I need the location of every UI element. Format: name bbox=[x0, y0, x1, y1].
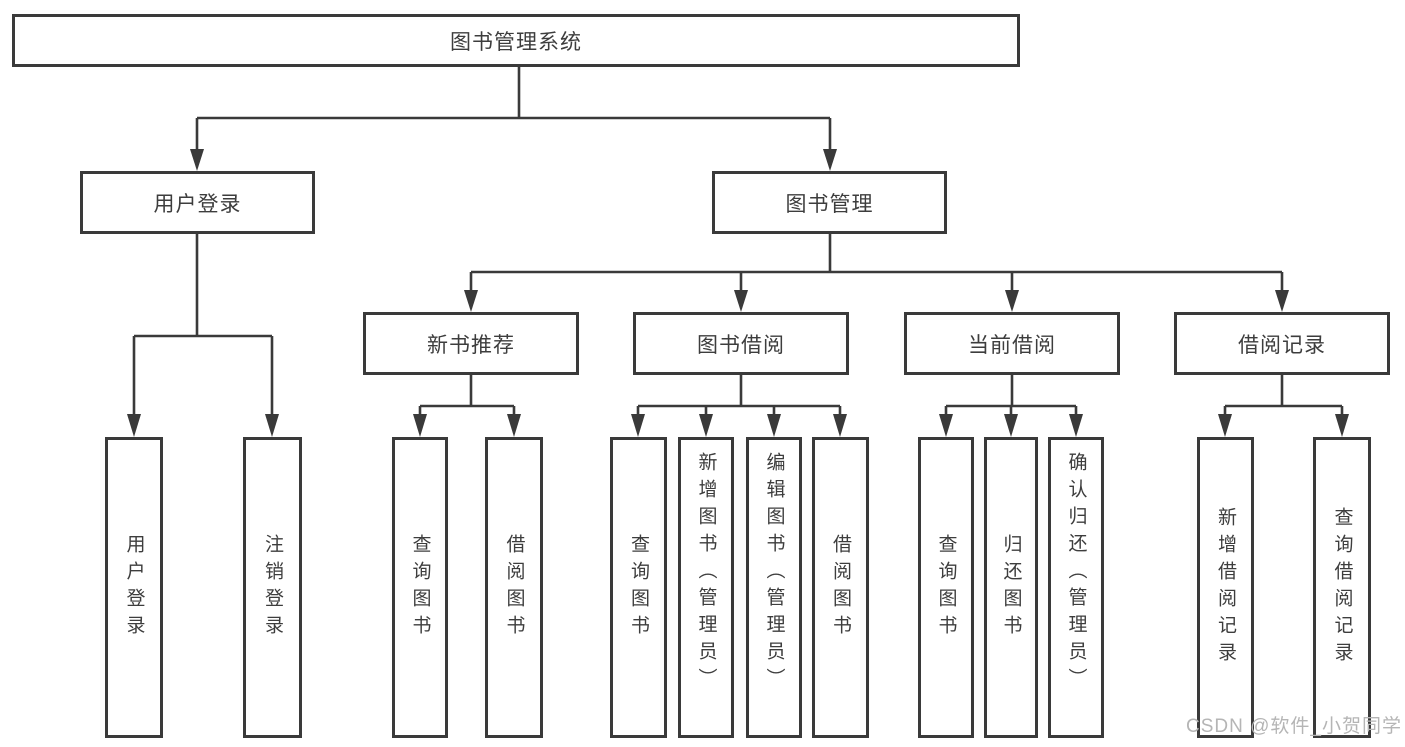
leaf-confirm-return-admin: 确认归还（管理员） bbox=[1048, 437, 1104, 738]
arrow-down-icon bbox=[190, 149, 204, 171]
leaf-user-login: 用户登录 bbox=[105, 437, 163, 738]
leaf-return-book-label: 归还图书 bbox=[1000, 533, 1022, 642]
node-borrow-records-label: 借阅记录 bbox=[1238, 333, 1326, 357]
leaf-query-books-recommend-label: 查询图书 bbox=[409, 533, 431, 642]
leaf-add-borrow-record-label: 新增借阅记录 bbox=[1215, 506, 1236, 669]
leaf-add-borrow-record: 新增借阅记录 bbox=[1197, 437, 1254, 738]
connector-borrow-records bbox=[1223, 375, 1344, 417]
node-root-label: 图书管理系统 bbox=[450, 30, 582, 54]
arrow-down-icon bbox=[833, 414, 847, 437]
arrow-down-icon bbox=[1005, 290, 1019, 312]
arrow-down-icon bbox=[699, 414, 713, 437]
node-new-book-recommend-label: 新书推荐 bbox=[427, 333, 515, 357]
arrow-down-icon bbox=[464, 290, 478, 312]
node-borrow-records: 借阅记录 bbox=[1174, 312, 1390, 375]
node-current-borrow: 当前借阅 bbox=[904, 312, 1120, 375]
connector-current-borrow bbox=[944, 375, 1078, 417]
arrow-down-icon bbox=[1218, 414, 1232, 437]
node-user-login-label: 用户登录 bbox=[153, 192, 242, 216]
arrow-down-icon bbox=[734, 290, 748, 312]
leaf-query-borrow-record-label: 查询借阅记录 bbox=[1331, 506, 1353, 669]
arrow-down-icon bbox=[823, 149, 837, 171]
arrow-down-icon bbox=[507, 414, 521, 437]
arrow-down-icon bbox=[265, 414, 279, 437]
node-book-management: 图书管理 bbox=[712, 171, 947, 234]
leaf-confirm-return-admin-label: 确认归还（管理员） bbox=[1065, 452, 1087, 695]
leaf-query-books-borrow: 查询图书 bbox=[610, 437, 667, 738]
leaf-borrow-books-recommend: 借阅图书 bbox=[485, 437, 543, 738]
node-root: 图书管理系统 bbox=[12, 14, 1020, 67]
watermark: CSDN @软件_小贺同学 bbox=[1186, 716, 1402, 737]
leaf-borrow-books-recommend-label: 借阅图书 bbox=[503, 533, 525, 642]
arrow-down-icon bbox=[1275, 290, 1289, 312]
node-new-book-recommend: 新书推荐 bbox=[363, 312, 579, 375]
leaf-query-books-borrow-label: 查询图书 bbox=[628, 533, 649, 642]
leaf-query-books-recommend: 查询图书 bbox=[392, 437, 448, 738]
connector-new-book bbox=[418, 375, 516, 417]
leaf-logout-label: 注销登录 bbox=[262, 533, 283, 642]
arrow-down-icon bbox=[1004, 414, 1018, 437]
leaf-user-login-label: 用户登录 bbox=[123, 533, 145, 642]
node-user-login: 用户登录 bbox=[80, 171, 315, 234]
leaf-add-book-admin: 新增图书（管理员） bbox=[678, 437, 734, 738]
connector-root bbox=[195, 67, 832, 151]
arrow-down-icon bbox=[127, 414, 141, 437]
leaf-borrow-books: 借阅图书 bbox=[812, 437, 869, 738]
node-book-borrow-label: 图书借阅 bbox=[697, 333, 785, 357]
arrow-down-icon bbox=[1335, 414, 1349, 437]
arrow-down-icon bbox=[767, 414, 781, 437]
connector-user-login bbox=[132, 234, 274, 417]
arrow-down-icon bbox=[413, 414, 427, 437]
arrow-down-icon bbox=[939, 414, 953, 437]
leaf-logout: 注销登录 bbox=[243, 437, 302, 738]
leaf-query-books-current-label: 查询图书 bbox=[935, 533, 957, 642]
node-book-management-label: 图书管理 bbox=[785, 192, 874, 216]
node-book-borrow: 图书借阅 bbox=[633, 312, 849, 375]
connector-arrowheads bbox=[127, 149, 1349, 437]
arrow-down-icon bbox=[631, 414, 645, 437]
leaf-borrow-books-label: 借阅图书 bbox=[830, 533, 851, 642]
leaf-add-book-admin-label: 新增图书（管理员） bbox=[695, 452, 717, 695]
leaf-edit-book-admin-label: 编辑图书（管理员） bbox=[763, 452, 785, 695]
leaf-query-borrow-record: 查询借阅记录 bbox=[1313, 437, 1371, 738]
connector-book-management bbox=[469, 234, 1284, 292]
leaf-return-book: 归还图书 bbox=[984, 437, 1038, 738]
connector-book-borrow bbox=[636, 375, 842, 417]
node-current-borrow-label: 当前借阅 bbox=[968, 333, 1056, 357]
leaf-query-books-current: 查询图书 bbox=[918, 437, 974, 738]
arrow-down-icon bbox=[1069, 414, 1083, 437]
leaf-edit-book-admin: 编辑图书（管理员） bbox=[746, 437, 802, 738]
